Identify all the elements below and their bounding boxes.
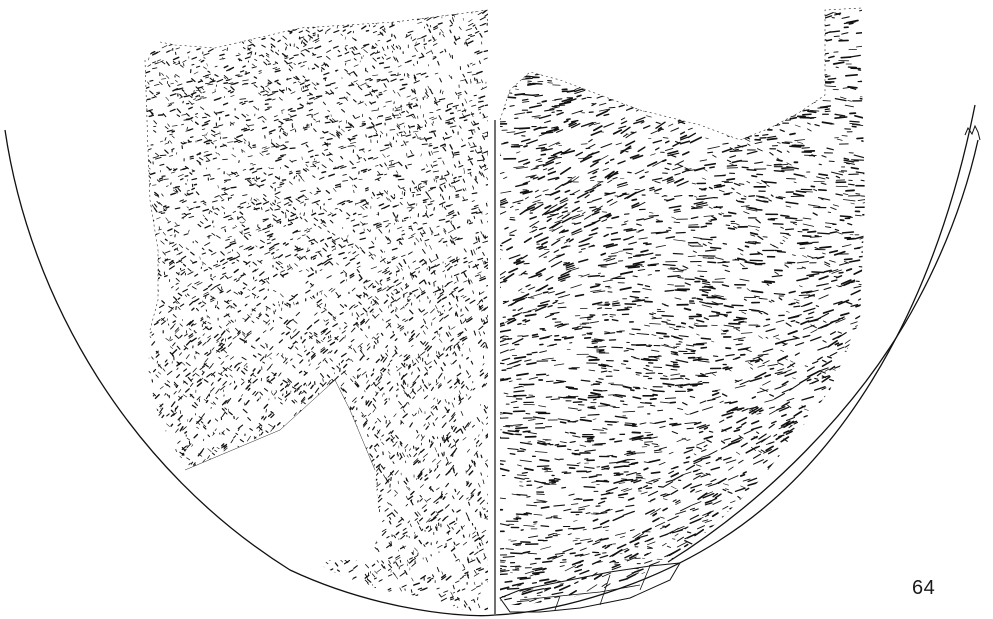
missing-area-outline <box>184 379 376 471</box>
left-surface-texture <box>145 10 488 612</box>
vessel-outer-profile <box>4 104 976 617</box>
vessel-inner-profile <box>667 139 979 563</box>
right-surface-texture <box>500 8 865 605</box>
left-fragment-edge <box>144 9 489 331</box>
rim-break-line <box>964 124 981 141</box>
base-fragment-outline <box>499 562 681 613</box>
figure-number: 64 <box>912 577 936 599</box>
base-fragment-crack <box>519 565 651 611</box>
right-fragment-edge <box>499 7 863 141</box>
